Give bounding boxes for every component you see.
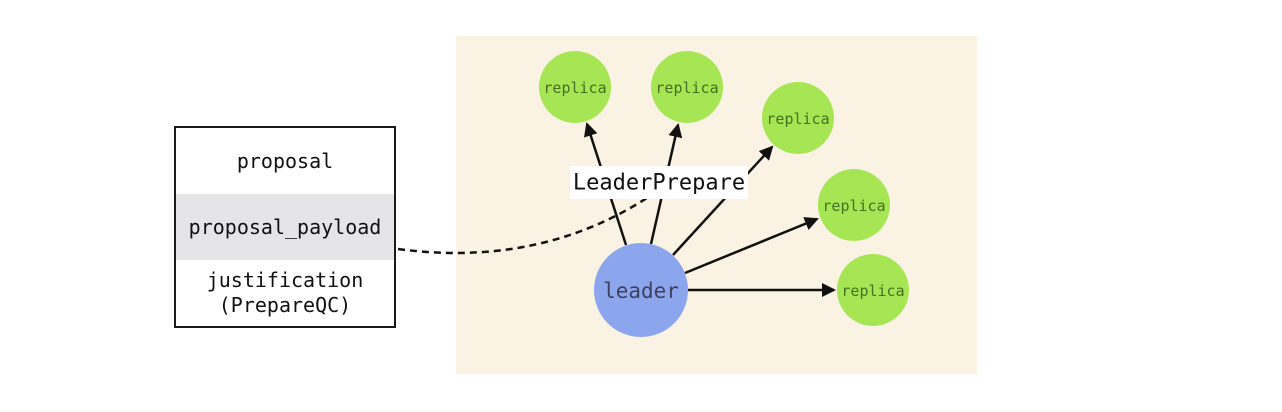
replica-circle (539, 51, 611, 123)
justification-row: justification (PrepareQC) (176, 260, 394, 326)
replica-node-2: replica (651, 51, 723, 123)
leader-to-replica-arrow-3 (672, 145, 774, 256)
replica-label: replica (766, 110, 829, 128)
replica-circle (818, 169, 890, 241)
payload-annotation-dashed-line (397, 194, 651, 255)
leader-to-replica-arrow-4 (684, 217, 819, 275)
justification-row-label: justification (206, 268, 364, 292)
replica-circle (837, 254, 909, 326)
leader-circle (594, 243, 688, 337)
proposal-row: proposal (176, 128, 394, 194)
replica-node-4: replica (818, 169, 890, 241)
replica-node-5: replica (837, 254, 909, 326)
message-label-text: LeaderPrepare (573, 171, 745, 196)
replica-node-3: replica (762, 82, 834, 154)
proposal-payload-row-label: proposal_payload (188, 214, 382, 239)
message-label: LeaderPrepare (570, 166, 748, 199)
proposal-payload-row: proposal_payload (176, 194, 394, 260)
replica-label: replica (655, 79, 718, 97)
replica-label: replica (822, 197, 885, 215)
proposal-struct-box: proposal proposal_payload justification … (174, 126, 396, 328)
message-label-background (570, 166, 748, 199)
leader-node: leader (594, 243, 688, 337)
leader-label: leader (603, 279, 679, 303)
replica-node-1: replica (539, 51, 611, 123)
justification-row-sublabel: (PrepareQC) (218, 293, 352, 317)
replica-label: replica (543, 79, 606, 97)
proposal-row-label: proposal (236, 148, 334, 173)
replica-circle (762, 82, 834, 154)
replica-circle (651, 51, 723, 123)
replica-label: replica (841, 282, 904, 300)
